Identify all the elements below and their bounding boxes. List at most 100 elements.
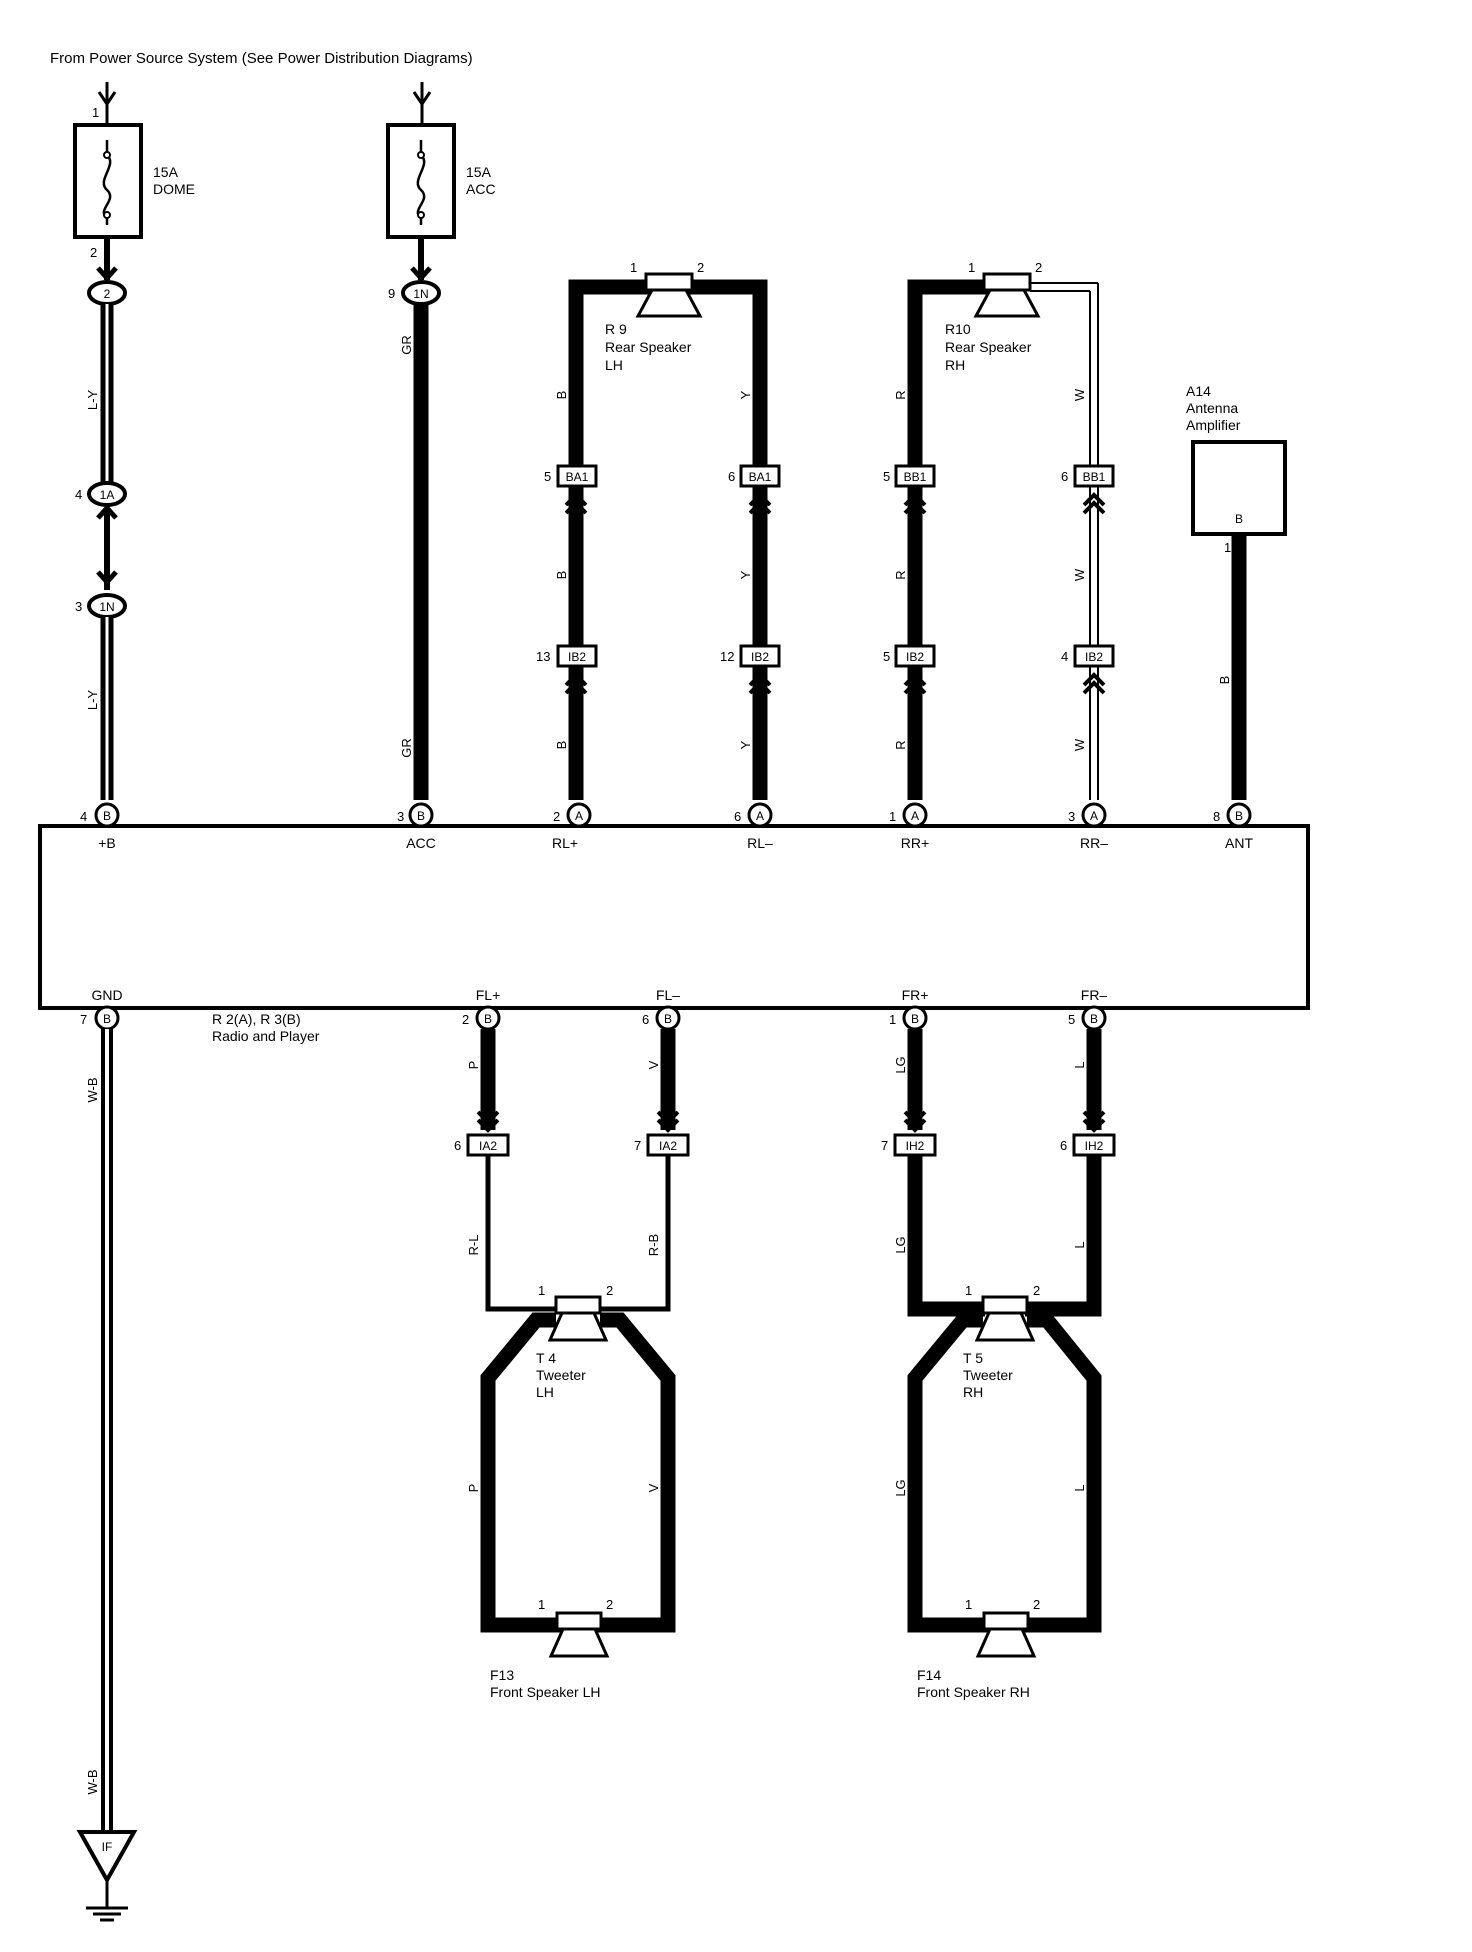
wire-color-gnd-upper: W-B [85,1077,100,1102]
radio-term-ant: 8 B ANT [1213,802,1253,851]
rear-speaker-lh-id: R 9 [605,321,627,337]
svg-text:B: B [1090,1012,1098,1026]
svg-text:3: 3 [75,599,82,614]
svg-text:1: 1 [1224,540,1231,555]
svg-text:6: 6 [454,1138,461,1153]
antenna-amp-line2: Amplifier [1186,417,1241,433]
svg-text:FR–: FR– [1081,987,1108,1003]
svg-text:6: 6 [734,809,741,824]
svg-text:1: 1 [889,1012,896,1027]
svg-text:B: B [484,1012,492,1026]
svg-text:2: 2 [1033,1283,1040,1298]
tweeter-rh-name: Tweeter [963,1367,1013,1383]
svg-text:2: 2 [462,1012,469,1027]
svg-text:B: B [664,1012,672,1026]
svg-text:L: L [1072,1241,1087,1248]
radio-term-rr-plus: 1 A RR+ [889,802,929,851]
rear-speaker-lh-circuit: 1 2 R 9 Rear Speaker LH B Y B Y B Y [554,260,768,800]
wire-color-dome-upper: L-Y [85,390,100,411]
connector-ba1-6: 6 BA1 [728,464,781,515]
ground-point-icon [76,1830,138,1885]
radio-box [38,824,1310,1010]
front-speaker-lh-name: Front Speaker LH [490,1684,601,1700]
front-speaker-lh-icon [555,1611,603,1631]
svg-text:2: 2 [606,1283,613,1298]
svg-text:LG: LG [893,1056,908,1073]
svg-text:1A: 1A [100,488,115,502]
connector-ba1-5: 5 BA1 [544,464,598,515]
radio-term-gnd: 7 B [80,1005,120,1031]
svg-text:R: R [893,740,908,749]
svg-text:V: V [646,1483,661,1492]
acc-circuit: 15A ACC 9 1N GR GR [386,82,496,800]
svg-text:IH2: IH2 [1085,1139,1104,1153]
svg-text:A: A [911,809,919,823]
svg-text:LG: LG [893,1479,908,1496]
tweeter-lh-id: T 4 [536,1350,556,1366]
antenna-amp-box [1191,440,1287,536]
svg-text:B: B [103,809,111,823]
svg-text:IB2: IB2 [568,650,586,664]
svg-text:Y: Y [738,570,753,579]
svg-text:FR+: FR+ [902,987,929,1003]
radio-term-fl-minus: 6 B [642,1005,681,1031]
svg-text:W: W [1072,388,1087,401]
svg-text:A: A [1090,809,1098,823]
svg-text:R: R [893,390,908,399]
wire-color-acc-upper: GR [399,335,414,355]
radio-term-rr-minus: 3 A RR– [1068,802,1108,851]
radio-term-acc: 3 B ACC [397,802,436,851]
svg-text:3: 3 [397,809,404,824]
svg-text:8: 8 [1213,809,1220,824]
front-speaker-lh-id: F13 [490,1667,514,1683]
radio-term-rl-plus: 2 A RL+ [552,802,592,851]
connector-ih2-6: 6 IH2 [1060,1133,1116,1157]
front-speaker-rh-id: F14 [917,1667,941,1683]
svg-text:FL+: FL+ [476,987,501,1003]
tweeter-rh-side: RH [963,1384,983,1400]
connector-ia2-6: 6 IA2 [454,1133,510,1157]
radio-term-plus-b: 4 B +B [80,802,120,851]
radio-term-fr-plus: 1 B [889,1005,928,1031]
svg-text:4: 4 [1061,649,1068,664]
connector-ib2-12: 12 IB2 [720,644,781,695]
radio-and-player: 4 B +B 3 B ACC 2 A RL+ 6 A RL– 1 A RR+ [38,802,1310,1044]
svg-text:A: A [575,809,583,823]
svg-text:B: B [554,571,569,580]
svg-text:B: B [554,391,569,400]
svg-text:1N: 1N [413,287,428,301]
svg-text:BB1: BB1 [1083,470,1106,484]
tweeter-rh-icon [981,1295,1029,1315]
header-title: From Power Source System (See Power Dist… [50,50,473,67]
svg-text:2: 2 [1033,1597,1040,1612]
svg-text:RL–: RL– [747,835,773,851]
svg-text:A: A [756,809,764,823]
svg-text:1N: 1N [99,600,114,614]
radio-ids: R 2(A), R 3(B) [212,1011,301,1027]
wire-color-acc-lower: GR [399,738,414,758]
fuse-acc-amp: 15A [466,164,492,180]
svg-text:2: 2 [606,1597,613,1612]
rear-speaker-lh-name: Rear Speaker [605,339,692,355]
svg-text:4: 4 [75,487,82,502]
svg-text:IA2: IA2 [659,1139,677,1153]
svg-text:B: B [1235,512,1243,526]
svg-text:L: L [1072,1484,1087,1491]
svg-text:V: V [646,1060,661,1069]
radio-term-fl-plus: 2 B [462,1005,501,1031]
fuse-acc-name: ACC [466,181,496,197]
front-rh-circuit: LG L 7 IH2 6 IH2 LG L 1 2 T 5 Tweeter RH… [881,1029,1116,1700]
rear-speaker-rh-circuit: 1 2 R10 Rear Speaker RH R W R W R W [893,260,1099,800]
svg-text:6: 6 [642,1012,649,1027]
svg-text:6: 6 [1061,469,1068,484]
svg-text:7: 7 [80,1012,87,1027]
tweeter-lh-name: Tweeter [536,1367,586,1383]
svg-text:1: 1 [965,1597,972,1612]
svg-text:ANT: ANT [1225,835,1253,851]
svg-text:RL+: RL+ [552,835,578,851]
svg-text:1: 1 [965,1283,972,1298]
svg-text:IA2: IA2 [479,1139,497,1153]
svg-text:W: W [1072,738,1087,751]
rear-speaker-lh-icon [644,272,694,292]
ground-circuit: W-B W-B IF [76,1029,138,1922]
